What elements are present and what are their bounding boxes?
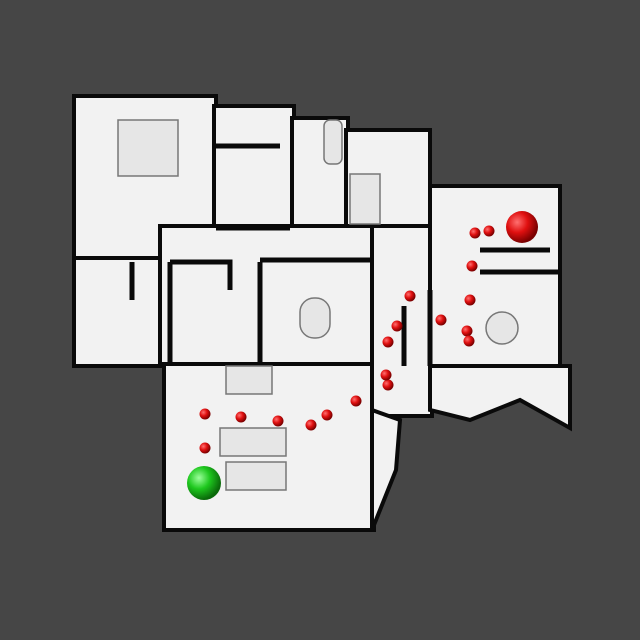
path-waypoint [469,227,481,239]
path-waypoint [483,225,495,237]
path-waypoint [199,442,211,454]
round-table-icon [485,311,519,345]
dining-table-icon [299,297,331,339]
path-waypoint [305,419,317,431]
path-waypoint [380,369,392,381]
bed-icon [117,119,179,177]
path-waypoint [350,395,362,407]
bathtub-icon [323,119,343,165]
stairs-icon [349,173,381,225]
furniture [117,119,519,491]
coffee-table-icon [225,461,287,491]
stairs-icon [225,365,273,395]
path-waypoint [272,415,284,427]
sofa-icon [219,427,287,457]
goal-marker [506,211,538,243]
path-markers [199,225,495,454]
interior-walls [129,143,560,366]
path-waypoint [464,294,476,306]
path-waypoint [199,408,211,420]
path-waypoint [461,325,473,337]
path-waypoint [435,314,447,326]
path-waypoint [404,290,416,302]
path-waypoint [382,379,394,391]
start-marker [187,466,221,500]
path-waypoint [235,411,247,423]
path-waypoint [382,336,394,348]
path-waypoint [463,335,475,347]
path-waypoint [466,260,478,272]
path-waypoint [321,409,333,421]
path-waypoint [391,320,403,332]
